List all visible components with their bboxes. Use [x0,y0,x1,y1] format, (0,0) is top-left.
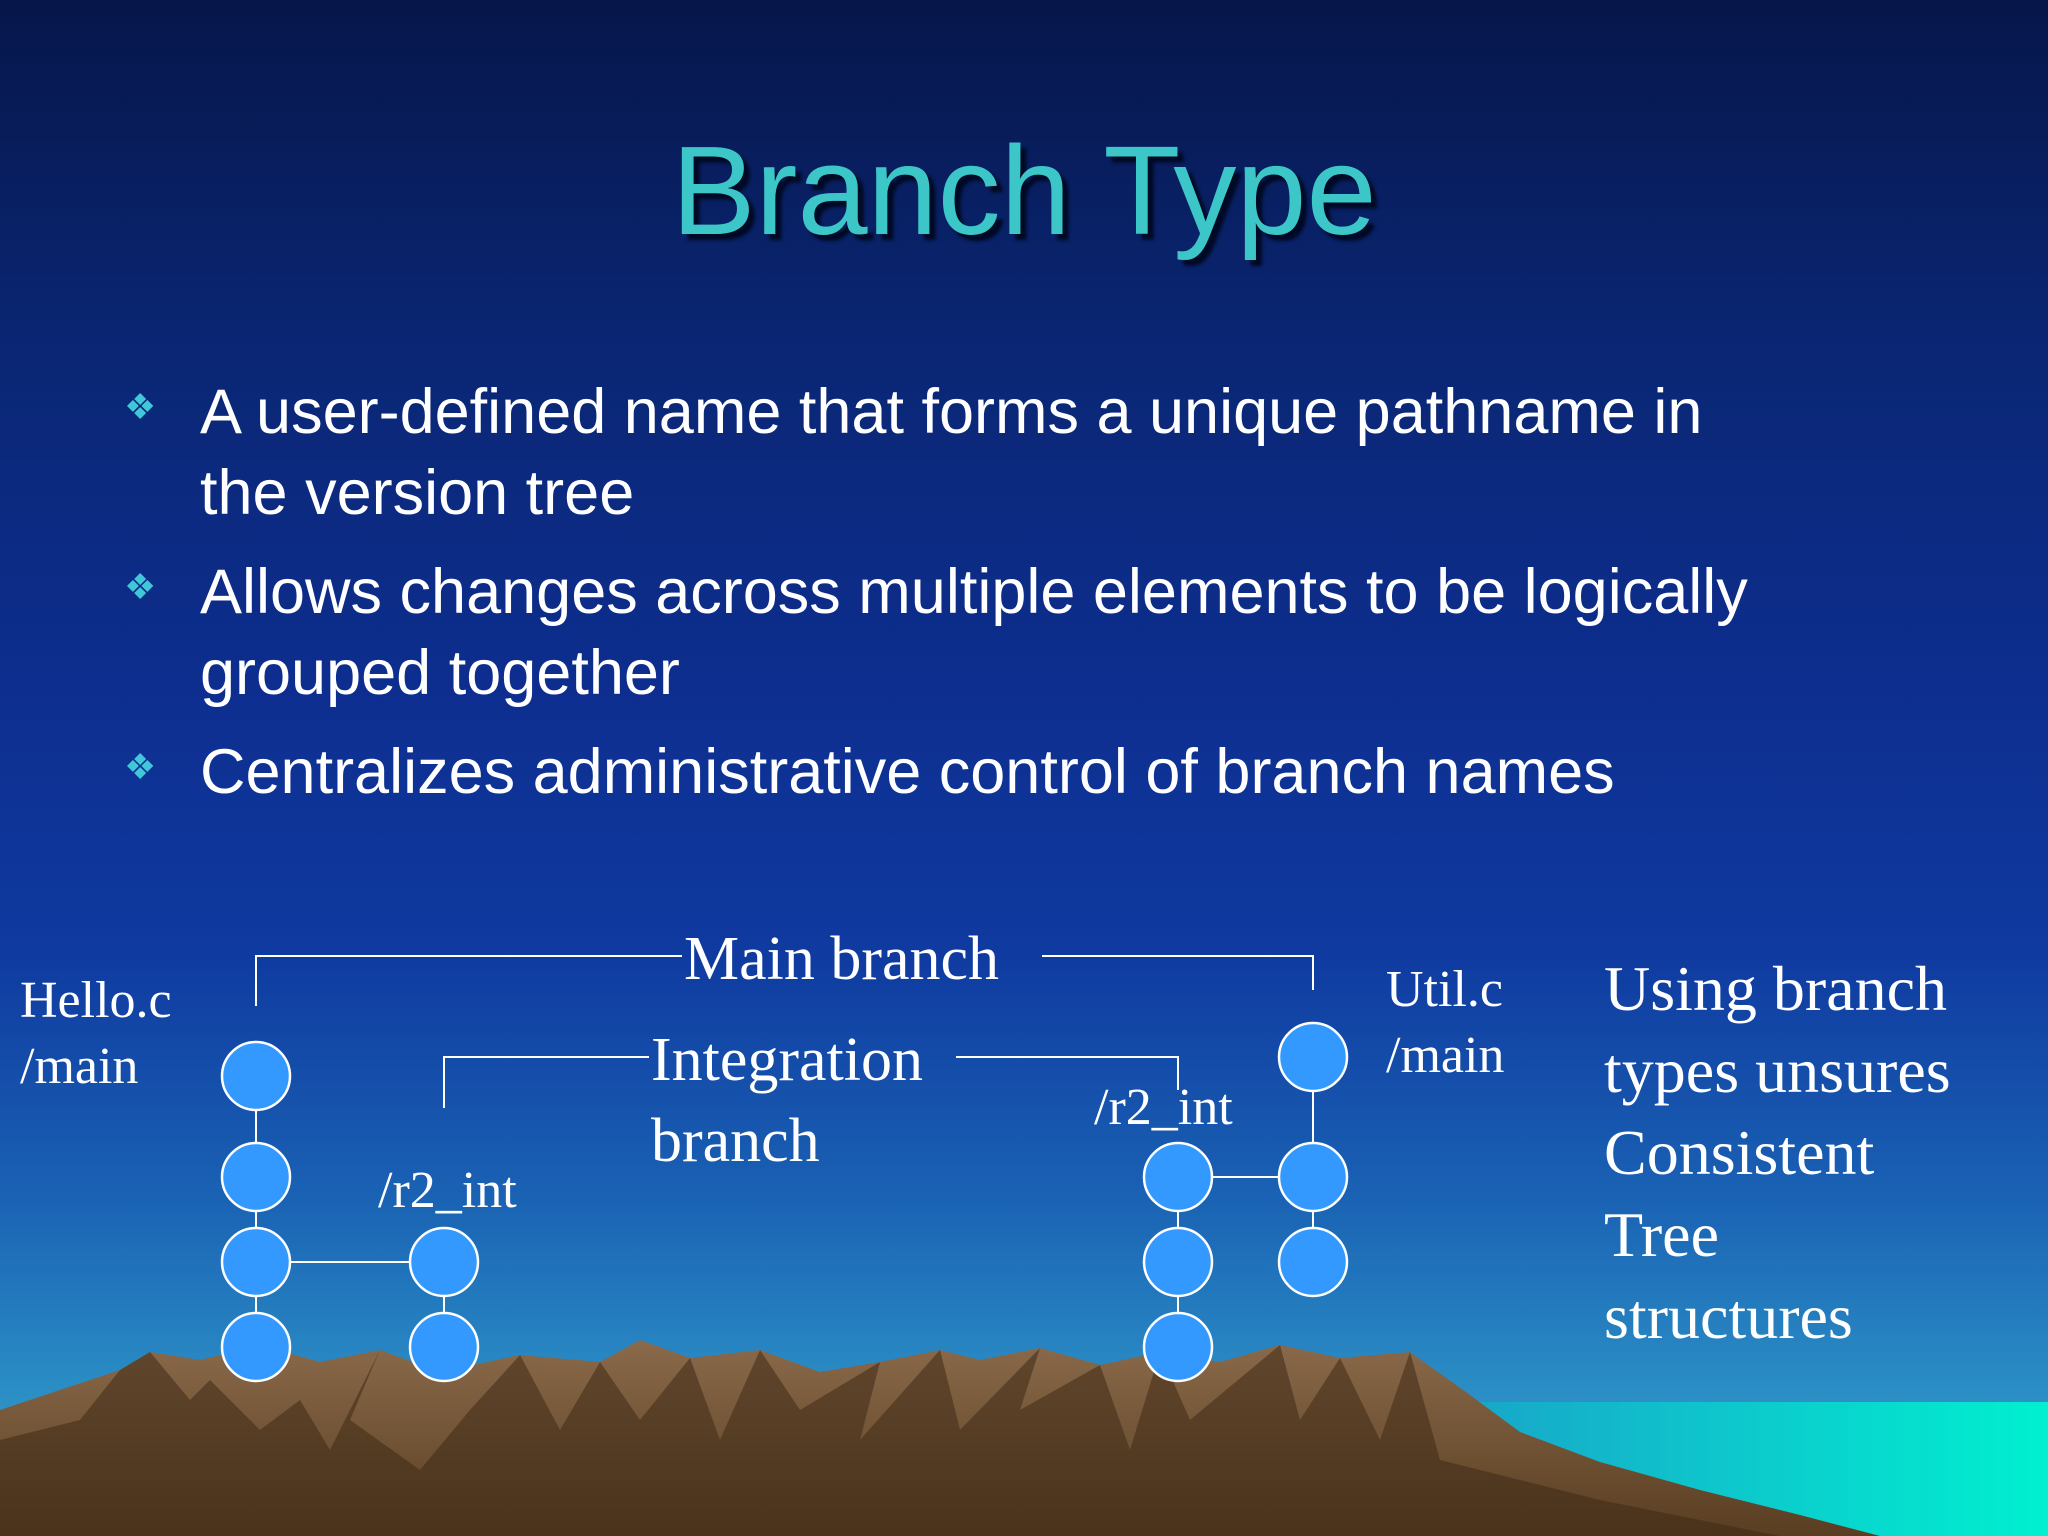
version-node [220,1040,292,1112]
integration-branch-bracket [443,1056,1179,1108]
side-note-line: types unsures [1604,1035,1951,1106]
side-note-line: structures [1604,1281,1853,1352]
version-node [220,1141,292,1213]
side-note: Using branch types unsures Consistent Tr… [1604,948,1951,1358]
bullet-text-line: grouped together [200,638,680,708]
r2-int-label-left: /r2_int [378,1162,517,1219]
r2-int-label-right: /r2_int [1094,1079,1233,1136]
bullet-item: ❖ Allows changes across multiple element… [120,552,1980,714]
version-node [408,1311,480,1383]
side-note-line: Using branch [1604,953,1948,1024]
hello-branch-label: /main [20,1038,139,1095]
version-node [408,1226,480,1298]
bullet-text-line: Allows changes across multiple elements … [200,557,1748,627]
bullet-item: ❖ A user-defined name that forms a uniqu… [120,372,1980,534]
bullet-text-line: Centralizes administrative control of br… [200,737,1615,807]
util-branch-label: /main [1386,1027,1505,1084]
bullet-text-line: A user-defined name that forms a unique … [200,377,1703,447]
hello-file-label: Hello.c [20,972,172,1029]
version-node [220,1226,292,1298]
diamond-cluster-icon: ❖ [124,386,157,427]
bullet-list: ❖ A user-defined name that forms a uniqu… [120,372,1980,831]
bullet-item: ❖ Centralizes administrative control of … [120,732,1980,813]
main-branch-label: Main branch [684,925,1000,993]
version-node [1142,1311,1214,1383]
slide-title: Branch Type [671,120,1377,261]
version-node [1277,1021,1349,1093]
side-note-line: Tree [1604,1199,1719,1270]
diamond-cluster-icon: ❖ [124,566,157,607]
version-node [220,1311,292,1383]
integration-branch-label: Integration [651,1026,924,1094]
side-note-line: Consistent [1604,1117,1875,1188]
integration-branch-label-line2: branch [651,1107,820,1175]
bullet-text-line: the version tree [200,458,635,528]
util-file-label: Util.c [1386,961,1503,1018]
version-node [1142,1141,1214,1213]
version-node [1277,1141,1349,1213]
version-node [1142,1226,1214,1298]
version-node [1277,1226,1349,1298]
main-branch-bracket [255,955,1314,1006]
diamond-cluster-icon: ❖ [124,746,157,787]
